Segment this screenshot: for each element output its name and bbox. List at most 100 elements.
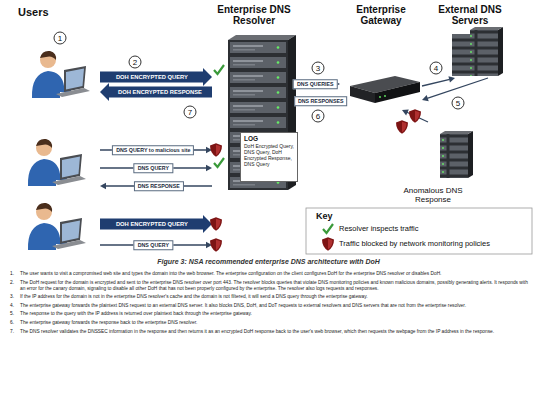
step-item: 2.The DoH request for the domain is encr… [10, 280, 528, 292]
edge-label: DNS QUERY to malicious site [112, 145, 194, 155]
doh-band-arrow [100, 83, 212, 101]
step-text: The DoH request for the domain is encryp… [20, 280, 528, 292]
group-heading: External DNS Servers [424, 4, 516, 26]
legend-title: Key [316, 211, 333, 221]
edge-label: DNS QUERY [134, 240, 173, 250]
shield-mark [322, 237, 334, 251]
legend-text: Resolver inspects traffic [339, 224, 418, 233]
block-shield [409, 109, 421, 123]
server-top [228, 35, 296, 40]
arrow-head [206, 147, 212, 153]
legend-row: Resolver inspects traffic [322, 221, 528, 236]
block-shield [210, 238, 222, 252]
legend-sample [322, 237, 334, 251]
edge-label: DOH ENCRYPTED QUERY [116, 74, 188, 81]
step-number: 4. [10, 303, 20, 309]
log-box: LOGDoH Encrypted Query, DNS Query, DoH E… [240, 132, 298, 182]
group-heading: Enterprise DNS Resolver [212, 4, 296, 26]
step-number: 7. [10, 329, 20, 335]
server-caption: Anomalous DNS Response [388, 186, 478, 204]
connector-line [427, 78, 488, 98]
connector-line [422, 79, 450, 86]
edge-label: DOH ENCRYPTED QUERY [116, 221, 188, 228]
legend-row: Traffic blocked by network monitoring po… [322, 236, 528, 251]
arrow-head [100, 83, 109, 101]
step-number: 6. [10, 320, 20, 326]
legend-text: Traffic blocked by network monitoring po… [339, 239, 490, 248]
step-number: 3. [10, 294, 20, 300]
external-server [470, 30, 498, 76]
doh-band-arrow [100, 68, 212, 86]
dns-resolver: Enterprise DNS ResolverLOGDoH Encrypted … [212, 4, 296, 254]
step-text: The enterprise gateway forwards the plai… [20, 303, 528, 309]
anomalous-server: Anomalous DNS Response [388, 122, 478, 204]
step-number: 1. [10, 271, 20, 277]
gateway-light [379, 96, 381, 98]
step-item: 3.If the IP address for the domain is no… [10, 294, 528, 300]
edge-label: DOH ENCRYPTED RESPONSE [118, 89, 202, 96]
arrow-head [206, 165, 212, 171]
connector-line [100, 219, 204, 230]
connector-line [108, 87, 212, 98]
step-number: 2. [10, 280, 20, 292]
block-shield [396, 120, 408, 134]
gateway-light [384, 95, 386, 97]
step-item: 1.The user wants to visit a compromised … [10, 271, 528, 277]
arrow-head [100, 183, 106, 189]
step-text: The enterprise gateway forwards the resp… [20, 320, 528, 326]
server-side [468, 131, 473, 178]
callout-number: 4 [430, 62, 443, 75]
edge-label: DNS RESPONSE [134, 181, 184, 191]
step-text: If the IP address for the domain is not … [20, 294, 528, 300]
callout-number: 7 [184, 106, 197, 119]
anomalous-server [440, 134, 468, 178]
enterprise-gateway: Enterprise Gateway [340, 4, 422, 110]
callout-number: 2 [129, 56, 142, 69]
node-text: DoH Encrypted Query, DNS Query, DoH Encr… [244, 143, 294, 167]
arrow-head [203, 68, 212, 86]
step-item: 6.The enterprise gateway forwards the re… [10, 320, 528, 326]
inspect-check [214, 65, 224, 74]
user-icon [32, 51, 90, 98]
arrow-head [203, 215, 212, 233]
dns-arrow [402, 110, 428, 122]
connector-line [100, 72, 204, 83]
arrow-head [402, 110, 409, 116]
edge-label: DNS QUERY [134, 163, 173, 173]
step-item: 4.The enterprise gateway forwards the pl… [10, 303, 528, 309]
dns-arrow [422, 78, 488, 101]
arrow-head [422, 95, 429, 101]
legend-sample [322, 222, 334, 236]
callout-number: 5 [452, 97, 465, 110]
edge-label: DNS QUERIES [293, 79, 338, 89]
step-text: The DNS resolver validates the DNSSEC in… [20, 329, 528, 335]
key-box [306, 208, 532, 254]
legend: Resolver inspects trafficTraffic blocked… [322, 221, 528, 251]
edge-label: DNS RESPONSES [294, 96, 348, 106]
gateway-side [375, 82, 420, 103]
arrow-head [448, 76, 455, 82]
gateway-front [350, 86, 375, 103]
user-group: Users [10, 6, 100, 254]
callout-number: 6 [312, 110, 325, 123]
group-heading: Users [10, 6, 49, 18]
step-item: 7.The DNS resolver validates the DNSSEC … [10, 329, 528, 335]
block-shield [210, 217, 222, 231]
connector-line [407, 112, 428, 122]
step-number: 5. [10, 311, 20, 317]
server-side [498, 27, 503, 76]
figure-caption: Figure 3: NSA recommended enterprise DNS… [0, 257, 537, 266]
dns-arrow [422, 76, 455, 86]
server-top [470, 27, 503, 30]
group-heading: Enterprise Gateway [340, 4, 422, 26]
user-icon [28, 203, 86, 250]
check-mark [323, 224, 333, 233]
step-item: 5.The response to the query with the IP … [10, 311, 528, 317]
step-list: 1.The user wants to visit a compromised … [10, 271, 528, 337]
callout-number: 3 [312, 62, 325, 75]
log-title: LOG [244, 135, 258, 143]
doh-band-arrow [100, 215, 212, 233]
